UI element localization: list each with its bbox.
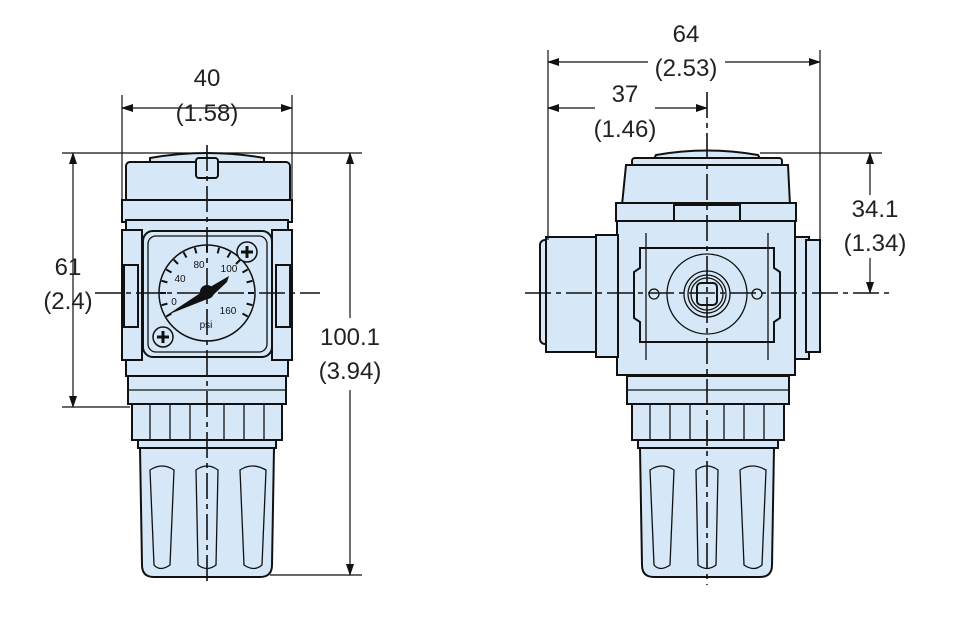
port-offset-mm: 37	[612, 81, 639, 108]
gauge-label-80: 80	[193, 260, 205, 271]
dimension-lines	[62, 50, 882, 576]
gauge-tick	[165, 268, 172, 274]
screw-icon	[236, 241, 258, 263]
gauge-unit: psi	[200, 320, 213, 331]
front-width-in: (1.58)	[176, 100, 239, 127]
gauge-tick	[246, 279, 253, 284]
side-width-mm: 64	[673, 21, 700, 48]
gauge-tick	[182, 251, 188, 258]
gauge-tick	[242, 268, 249, 274]
gauge-tick	[216, 247, 221, 254]
dimension-labels: 40 (1.58) 61 (2.4) 100.1 (3.94) 64 (2.53…	[43, 21, 906, 385]
front-gauge-height-in: (2.4)	[43, 288, 92, 315]
port-offset-in: (1.46)	[594, 116, 657, 143]
gauge-label-100: 100	[221, 264, 238, 275]
gauge-tick	[235, 259, 241, 265]
gauge-needle	[167, 276, 229, 315]
side-width-in: (2.53)	[655, 55, 718, 82]
gauge-tick	[246, 302, 253, 307]
side-view	[525, 92, 890, 585]
front-total-height-in: (3.94)	[319, 358, 382, 385]
screw-icon	[152, 326, 174, 348]
front-total-height-mm: 100.1	[320, 324, 380, 351]
gauge-tick	[193, 247, 198, 254]
gauge-tick	[165, 312, 172, 318]
gauge-tick	[161, 279, 168, 284]
front-view: 80 40 100 0 160 psi	[95, 145, 320, 585]
gauge-label-40: 40	[174, 274, 186, 285]
port-height-mm: 34.1	[852, 196, 899, 223]
gauge-label-160: 160	[220, 306, 237, 317]
front-gauge-height-mm: 61	[55, 254, 82, 281]
gauge-tick	[242, 312, 249, 318]
front-width-mm: 40	[194, 65, 221, 92]
gauge-label-0: 0	[171, 297, 177, 308]
gauge-tick	[226, 251, 232, 258]
port-height-in: (1.34)	[844, 230, 907, 257]
gauge-tick	[161, 302, 168, 307]
gauge-tick	[173, 259, 179, 265]
